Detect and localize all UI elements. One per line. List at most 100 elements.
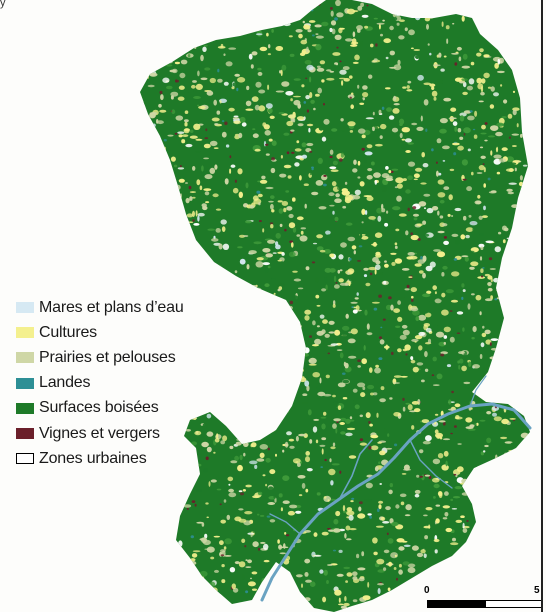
land-patch [245, 484, 252, 488]
land-patch [349, 85, 355, 90]
land-patch [255, 287, 262, 294]
land-patch [467, 303, 471, 310]
land-patch [318, 124, 324, 131]
land-patch [193, 223, 200, 226]
land-patch [435, 518, 440, 524]
land-patch [469, 110, 473, 113]
land-patch [250, 577, 252, 580]
land-patch [457, 443, 462, 445]
land-patch [265, 153, 270, 156]
land-patch [411, 298, 414, 302]
land-patch [476, 494, 482, 501]
land-patch [401, 268, 410, 271]
land-patch [261, 400, 270, 407]
land-patch [461, 15, 465, 22]
land-patch [378, 344, 382, 347]
land-patch [167, 539, 173, 547]
land-patch [457, 457, 463, 464]
land-patch [524, 140, 530, 146]
land-patch [174, 132, 178, 135]
land-patch [417, 74, 424, 81]
land-patch [265, 143, 269, 146]
land-patch [385, 166, 389, 170]
land-patch [275, 336, 284, 342]
land-patch [268, 138, 273, 142]
land-patch [485, 339, 492, 345]
land-patch [494, 460, 497, 466]
land-patch [169, 9, 174, 16]
land-patch [322, 319, 328, 324]
land-patch [211, 587, 218, 593]
land-patch [359, 414, 363, 418]
land-patch [319, 444, 326, 447]
land-patch [300, 0, 309, 6]
land-patch [272, 252, 277, 254]
land-patch [531, 155, 534, 157]
land-patch [269, 519, 276, 523]
land-patch [178, 252, 184, 259]
land-patch [425, 312, 432, 318]
land-patch [306, 468, 313, 472]
land-patch [274, 293, 282, 297]
land-patch [512, 359, 519, 362]
land-patch [288, 222, 296, 229]
land-patch [325, 487, 332, 493]
land-patch [175, 496, 180, 502]
land-patch [199, 590, 202, 596]
land-patch [359, 102, 365, 106]
frame-edge-line [541, 0, 543, 612]
land-patch [167, 245, 170, 253]
land-patch [315, 93, 320, 97]
land-patch [216, 488, 222, 491]
land-patch [147, 119, 152, 125]
land-patch [177, 96, 185, 101]
land-patch [453, 473, 457, 476]
land-patch [391, 127, 399, 133]
land-patch [429, 2, 437, 6]
land-patch [280, 401, 286, 406]
land-patch [400, 501, 405, 506]
land-patch [518, 473, 527, 479]
land-patch [157, 229, 165, 236]
land-patch [337, 269, 341, 274]
land-patch [478, 165, 485, 171]
land-patch [517, 376, 523, 380]
land-patch [360, 392, 366, 398]
land-patch [180, 59, 188, 65]
land-patch [289, 504, 298, 509]
land-patch [202, 16, 211, 20]
land-patch [453, 425, 457, 428]
land-patch [425, 327, 432, 333]
land-patch [516, 123, 519, 128]
land-patch [361, 147, 365, 151]
land-patch [397, 59, 401, 66]
land-patch [184, 119, 189, 123]
land-patch [519, 17, 523, 19]
land-patch [305, 95, 310, 100]
land-patch [178, 85, 185, 90]
land-patch [342, 372, 346, 375]
land-patch [424, 474, 430, 477]
land-patch [149, 573, 152, 578]
land-patch [484, 444, 489, 448]
land-patch [283, 132, 290, 136]
land-patch [352, 399, 360, 405]
land-patch [238, 508, 244, 511]
land-patch [418, 345, 423, 351]
land-patch [248, 26, 252, 30]
land-patch [270, 376, 275, 382]
land-patch [223, 499, 227, 503]
land-patch [312, 34, 315, 37]
land-patch [185, 589, 191, 595]
land-patch [372, 111, 375, 116]
land-patch [285, 356, 288, 360]
land-patch [217, 46, 226, 49]
land-patch [211, 238, 219, 242]
land-patch [265, 103, 273, 109]
land-patch [452, 22, 455, 25]
land-patch [481, 516, 489, 523]
land-patch [441, 292, 446, 298]
land-patch [290, 98, 293, 102]
land-patch [260, 412, 266, 418]
land-patch [228, 425, 233, 429]
